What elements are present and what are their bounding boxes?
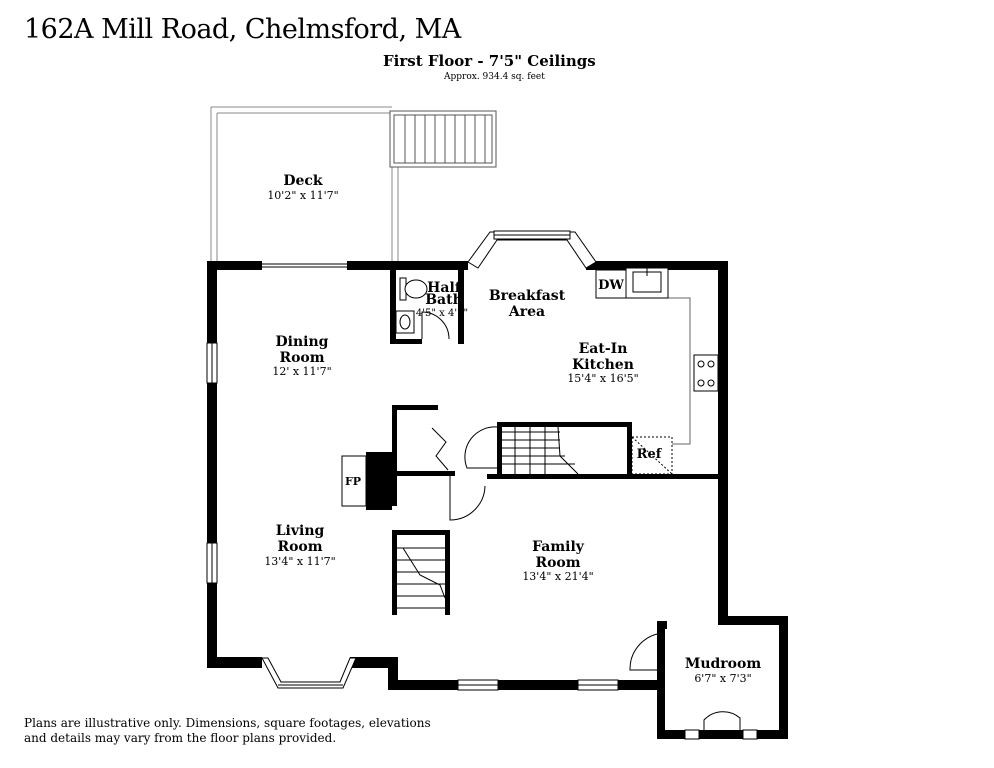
dining-label-1: Dining bbox=[276, 334, 329, 350]
kitchen-sink-icon bbox=[625, 267, 669, 299]
family-label-1: Family bbox=[532, 539, 585, 555]
breakfast-label-2: Area bbox=[508, 304, 545, 320]
stove-icon bbox=[693, 354, 719, 392]
mudroom-dims: 6'7" x 7'3" bbox=[694, 672, 751, 685]
kitchen-label-1: Eat-In bbox=[579, 341, 628, 357]
deck-dims: 10'2" x 11'7" bbox=[267, 189, 338, 202]
half-bath-label-1: Half bbox=[427, 280, 462, 296]
deck-stairs bbox=[389, 110, 497, 168]
toilet-icon bbox=[399, 277, 428, 301]
closet-door bbox=[431, 427, 449, 471]
sliding-door bbox=[262, 263, 347, 268]
kitchen-label-2: Kitchen bbox=[572, 357, 634, 373]
door-family bbox=[449, 476, 486, 521]
stairs-basement bbox=[397, 547, 446, 609]
bay-window-living bbox=[261, 657, 357, 689]
interior-walls bbox=[390, 261, 718, 615]
fireplace-label: FP bbox=[345, 475, 361, 488]
stairs-kitchen bbox=[502, 426, 579, 475]
family-label-2: Room bbox=[535, 555, 580, 571]
dining-label-2: Room bbox=[279, 350, 324, 366]
family-dims: 13'4" x 21'4" bbox=[522, 570, 593, 583]
deck bbox=[210, 106, 399, 262]
dishwasher bbox=[595, 269, 627, 299]
living-label-2: Room bbox=[277, 539, 322, 555]
bay-window-breakfast bbox=[467, 230, 597, 269]
fireplace bbox=[341, 452, 392, 510]
breakfast-label-1: Breakfast bbox=[489, 288, 566, 304]
half-bath-label-2: Bath bbox=[425, 292, 463, 308]
living-label-1: Living bbox=[276, 523, 325, 539]
door-stairs bbox=[464, 426, 498, 469]
dining-dims: 12' x 11'7" bbox=[272, 365, 331, 378]
half-bath-dims: 4'5" x 4'7" bbox=[416, 308, 468, 319]
deck-label: Deck bbox=[283, 173, 323, 189]
sink-icon bbox=[395, 310, 415, 334]
dishwasher-label: DW bbox=[598, 278, 624, 293]
address-title: 162A Mill Road, Chelmsford, MA bbox=[24, 14, 461, 45]
floor-area: Approx. 934.4 sq. feet bbox=[444, 72, 545, 82]
half-bath-door bbox=[421, 311, 450, 340]
kitchen-dims: 15'4" x 16'5" bbox=[567, 372, 638, 385]
refrigerator-label: Ref bbox=[637, 447, 663, 462]
mudroom-label: Mudroom bbox=[685, 656, 762, 672]
living-dims: 13'4" x 11'7" bbox=[264, 555, 335, 568]
disclaimer: Plans are illustrative only. Dimensions,… bbox=[24, 716, 431, 745]
exterior-walls bbox=[207, 261, 788, 739]
windows bbox=[206, 342, 758, 740]
door-mudroom bbox=[629, 632, 666, 671]
door-entry bbox=[703, 711, 741, 735]
refrigerator bbox=[631, 436, 673, 475]
floor-title: First Floor - 7'5" Ceilings bbox=[383, 52, 596, 70]
